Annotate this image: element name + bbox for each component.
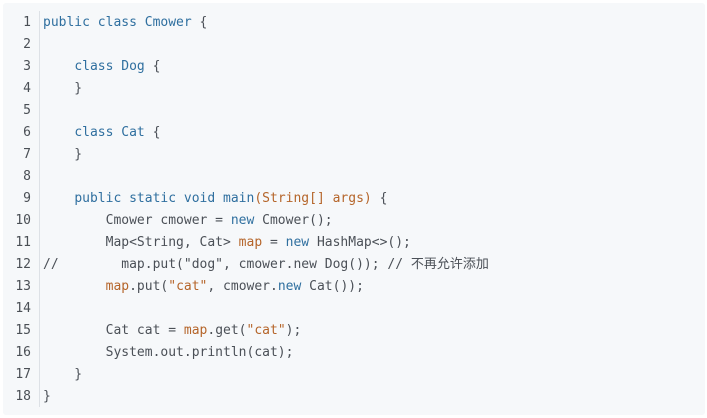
code-token: { (144, 125, 161, 140)
line-number: 4 (23, 81, 31, 96)
code-token: } (43, 389, 51, 404)
line-number: 13 (15, 279, 31, 294)
code-token: { (371, 191, 388, 206)
code-line[interactable]: class Dog { (43, 56, 701, 78)
line-number: 14 (15, 301, 31, 316)
code-token: new (230, 213, 255, 228)
code-token (43, 125, 74, 140)
code-line[interactable]: } (43, 364, 701, 386)
line-number: 17 (15, 367, 31, 382)
code-token: { (191, 15, 208, 30)
code-token: map (105, 279, 130, 294)
code-token: Cmower(); (254, 213, 333, 228)
code-token: Cat()); (301, 279, 364, 294)
code-line[interactable]: } (43, 386, 701, 408)
code-lines[interactable]: public class Cmower { class Dog { } clas… (43, 12, 701, 408)
line-number: 15 (15, 323, 31, 338)
line-number: 8 (23, 169, 31, 184)
code-token: , cmower. (207, 279, 278, 294)
code-token: public static void (74, 191, 224, 206)
code-token: = (262, 235, 286, 250)
line-number: 3 (23, 59, 31, 74)
code-token (43, 279, 106, 294)
code-token: ); (285, 323, 302, 338)
code-token (43, 191, 74, 206)
code-token: Map<String, Cat> (43, 235, 239, 250)
code-line[interactable]: map.put("cat", cmower.new Cat()); (43, 276, 701, 298)
code-line[interactable]: // map.put("dog", cmower.new Dog()); // … (43, 254, 701, 276)
line-number: 16 (15, 345, 31, 360)
code-token: "cat" (246, 323, 286, 338)
code-line[interactable] (43, 298, 701, 320)
code-line[interactable]: Map<String, Cat> map = new HashMap<>(); (43, 232, 701, 254)
code-token: HashMap<>(); (309, 235, 411, 250)
code-line[interactable]: Cat cat = map.get("cat"); (43, 320, 701, 342)
code-line[interactable] (43, 100, 701, 122)
code-token: (String[] args) (254, 191, 372, 206)
code-token: Cmower cmower = (43, 213, 231, 228)
code-token: .put( (129, 279, 169, 294)
code-token: Dog (121, 59, 145, 74)
line-number: 7 (23, 147, 31, 162)
code-token: main (223, 191, 255, 206)
line-number: 12 (15, 257, 31, 272)
line-number: 2 (23, 37, 31, 52)
code-line[interactable] (43, 34, 701, 56)
code-line[interactable]: } (43, 78, 701, 100)
code-line[interactable]: Cmower cmower = new Cmower(); (43, 210, 701, 232)
code-token: System.out.println(cat); (43, 345, 294, 360)
code-token: class (74, 59, 122, 74)
code-token: Cat (121, 125, 145, 140)
code-token: } (43, 81, 83, 96)
gutter-separator (39, 11, 40, 407)
code-line[interactable]: System.out.println(cat); (43, 342, 701, 364)
code-token: // map.put("dog", cmower.new Dog()); // … (43, 257, 489, 272)
code-token (43, 59, 74, 74)
code-token: new (285, 235, 310, 250)
line-number: 1 (23, 15, 31, 30)
line-number: 5 (23, 103, 31, 118)
line-number: 10 (15, 213, 31, 228)
code-token: map (183, 323, 208, 338)
code-token: { (144, 59, 161, 74)
code-line[interactable]: public class Cmower { (43, 12, 701, 34)
line-number: 9 (23, 191, 31, 206)
code-token: } (43, 367, 83, 382)
code-line[interactable]: class Cat { (43, 122, 701, 144)
code-token: class (74, 125, 122, 140)
code-token: map (238, 235, 263, 250)
code-line[interactable] (43, 166, 701, 188)
code-token: .get( (207, 323, 247, 338)
code-line[interactable]: } (43, 144, 701, 166)
line-number: 11 (15, 235, 31, 250)
code-token: Cmower (144, 15, 192, 30)
line-number: 18 (15, 389, 31, 404)
code-token: Cat cat = (43, 323, 184, 338)
code-token: new (277, 279, 302, 294)
code-token: public class (43, 15, 145, 30)
code-token: } (43, 147, 83, 162)
code-token: "cat" (168, 279, 208, 294)
line-number: 6 (23, 125, 31, 140)
code-line[interactable]: public static void main(String[] args) { (43, 188, 701, 210)
